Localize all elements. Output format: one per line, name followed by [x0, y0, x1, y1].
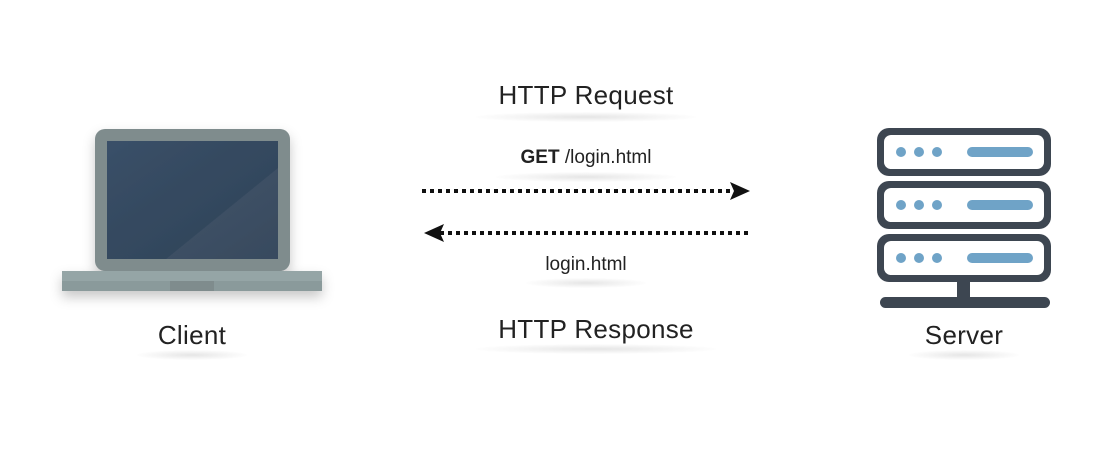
request-line: GET /login.html — [521, 148, 652, 167]
laptop-icon — [62, 129, 322, 291]
laptop-touchpad-notch — [170, 281, 214, 291]
client-label-shadow — [137, 350, 247, 360]
response-arrowhead-icon — [424, 224, 444, 242]
client-label: Client — [157, 320, 227, 350]
request-path: /login.html — [559, 147, 652, 168]
server-unit — [877, 128, 1051, 176]
server-rack-icon — [877, 128, 1051, 308]
server-label-shadow — [909, 350, 1019, 360]
server-stand-post — [957, 282, 970, 300]
response-body-shadow — [526, 278, 646, 288]
server-stand-base — [880, 297, 1050, 308]
request-title: HTTP Request — [498, 80, 674, 110]
request-title-shadow — [476, 112, 696, 122]
request-arrowhead-icon — [730, 182, 750, 200]
response-title: HTTP Response — [498, 314, 694, 344]
request-line-shadow — [496, 172, 676, 182]
request-method: GET — [520, 147, 560, 168]
response-body: login.html — [545, 254, 627, 275]
server-unit — [877, 234, 1051, 282]
response-title-shadow — [476, 344, 716, 354]
server-label: Server — [924, 320, 1004, 350]
laptop-screen-glare — [166, 168, 278, 259]
server-unit — [877, 181, 1051, 229]
